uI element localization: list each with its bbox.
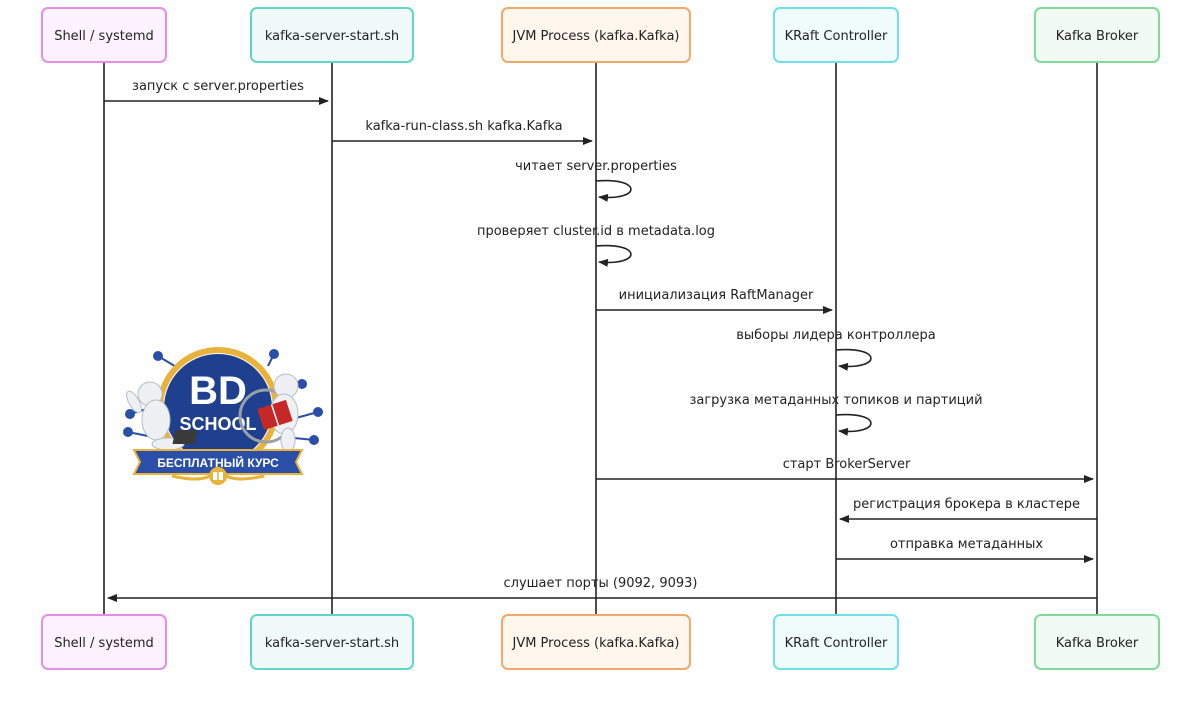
self-call-arrow [595, 244, 632, 267]
actor-box-kraft-bottom: KRaft Controller [773, 614, 899, 670]
actor-label: kafka-server-start.sh [265, 636, 399, 651]
actors-top-row: Shell / systemd kafka-server-start.sh JVM … [41, 7, 1160, 63]
actor-box-kraft-top: KRaft Controller [773, 7, 899, 63]
message-label: старт BrokerServer [783, 457, 911, 472]
actor-label: Kafka Broker [1056, 636, 1139, 651]
actor-rect [773, 614, 899, 670]
book-icon [257, 399, 293, 431]
message-label: читает server.properties [515, 159, 677, 174]
self-call-arrow [835, 413, 872, 436]
message-label: проверяет cluster.id в metadata.log [477, 224, 715, 239]
bd-school-logo: BD SCHOOL БЕСПЛАТНЫЙ КУРС [123, 347, 323, 485]
message-2: kafka-run-class.sh kafka.Kafka [332, 119, 593, 145]
actor-label: Shell / systemd [54, 29, 154, 44]
actor-label: KRaft Controller [785, 29, 888, 44]
self-call-arrow [595, 179, 632, 202]
actor-label: KRaft Controller [785, 636, 888, 651]
actor-box-script-top: kafka-server-start.sh [250, 7, 414, 63]
gift-icon [171, 467, 265, 485]
message-5: инициализация RaftManager [596, 288, 833, 314]
message-label: запуск с server.properties [132, 79, 304, 94]
actor-box-jvm-top: JVM Process (kafka.Kafka) [501, 7, 691, 63]
message-label: выборы лидера контроллера [736, 328, 936, 343]
message-10: отправка метаданных [836, 537, 1094, 563]
actor-label: Shell / systemd [54, 636, 154, 651]
figure-left [126, 381, 185, 451]
actor-box-broker-top: Kafka Broker [1034, 7, 1160, 63]
actor-rect [501, 7, 691, 63]
actor-rect [41, 7, 167, 63]
actor-box-broker-bottom: Kafka Broker [1034, 614, 1160, 670]
messages: запуск с server.properties kafka-run-clas… [104, 79, 1097, 602]
actor-box-shell-top: Shell / systemd [41, 7, 167, 63]
message-11: слушает порты (9092, 9093) [107, 576, 1097, 602]
message-9: регистрация брокера в кластере [839, 497, 1097, 523]
message-label: слушает порты (9092, 9093) [504, 576, 698, 591]
actor-rect [1034, 7, 1160, 63]
message-label: kafka-run-class.sh kafka.Kafka [365, 119, 562, 134]
message-3: читает server.properties [515, 159, 677, 202]
actor-rect [41, 614, 167, 670]
self-call-arrow [835, 348, 872, 371]
logo-line2: SCHOOL [179, 414, 256, 434]
message-label: отправка метаданных [890, 537, 1043, 552]
actor-rect [250, 7, 414, 63]
actor-label: kafka-server-start.sh [265, 29, 399, 44]
actor-rect [250, 614, 414, 670]
actor-label: JVM Process (kafka.Kafka) [511, 29, 679, 44]
message-label: регистрация брокера в кластере [853, 497, 1080, 512]
message-7: загрузка метаданных топиков и партиций [689, 393, 983, 436]
logo-banner-text: БЕСПЛАТНЫЙ КУРС [157, 455, 279, 470]
actor-label: JVM Process (kafka.Kafka) [511, 636, 679, 651]
logo-line1: BD [189, 369, 247, 413]
actor-box-shell-bottom: Shell / systemd [41, 614, 167, 670]
lifelines [103, 62, 1098, 615]
actors-bottom-row: Shell / systemd kafka-server-start.sh JVM … [41, 614, 1160, 670]
message-1: запуск с server.properties [104, 79, 329, 105]
laptop-icon [172, 430, 198, 444]
actor-rect [501, 614, 691, 670]
actor-label: Kafka Broker [1056, 29, 1139, 44]
logo-banner: БЕСПЛАТНЫЙ КУРС [132, 449, 304, 475]
message-4: проверяет cluster.id в metadata.log [477, 224, 715, 267]
message-6: выборы лидера контроллера [736, 328, 936, 371]
message-8: старт BrokerServer [596, 457, 1094, 483]
actor-box-jvm-bottom: JVM Process (kafka.Kafka) [501, 614, 691, 670]
actor-box-script-bottom: kafka-server-start.sh [250, 614, 414, 670]
message-label: загрузка метаданных топиков и партиций [689, 393, 982, 408]
message-label: инициализация RaftManager [619, 288, 814, 303]
actor-rect [773, 7, 899, 63]
actor-rect [1034, 614, 1160, 670]
